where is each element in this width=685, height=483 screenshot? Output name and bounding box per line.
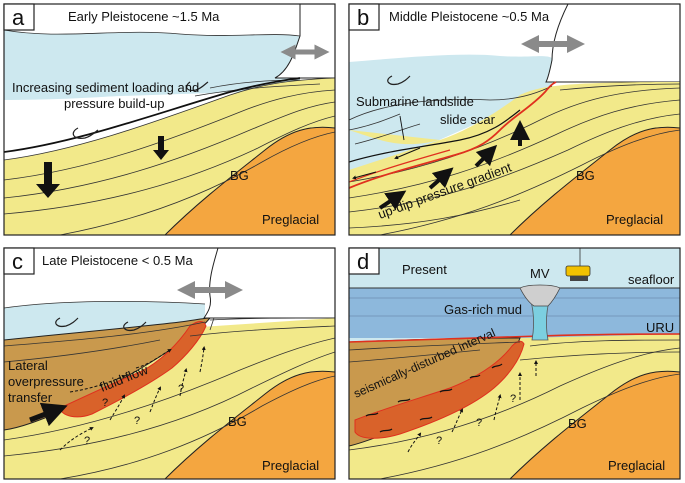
slide-scar-line [349,81,557,189]
pressure-arrow [378,190,407,210]
preglacial-label: Preglacial [262,212,319,227]
bg-label: BG [230,168,249,183]
panel-a-letter-box [3,3,35,31]
lateral-label-line3: transfer [8,390,53,405]
slide-scar-label: slide scar [440,112,496,127]
panel-d-letter-box [348,247,380,275]
unknown-mark: ? [178,383,184,395]
load-arrow-large [36,162,60,198]
panel-c: c Late Pleistocene < 0.5 Ma Lateral over… [3,247,336,480]
present-label: Present [402,262,447,277]
preglacial-unit [509,126,680,235]
pressure-arrow [428,167,454,190]
ice-margin [545,4,680,83]
unknown-mark: ? [102,397,108,409]
lateral-transfer-arrow [29,402,68,427]
loading-label-line1: Increasing sediment loading and [12,80,199,95]
seafloor-line [4,77,301,153]
rov-vehicle [565,248,591,281]
panel-b-letter: b [357,5,369,30]
preglacial-unit [164,126,335,235]
landslide-label: Submarine landslide [356,94,474,109]
water-column [349,288,680,338]
ice-margin [274,4,335,79]
preglacial-label: Preglacial [262,458,319,473]
gas-rich-mud-label: Gas-rich mud [444,302,522,317]
panel-c-title: Late Pleistocene < 0.5 Ma [42,253,193,268]
mv-label: MV [530,266,550,281]
unknown-mark: ? [84,435,90,447]
bg-label: BG [228,414,247,429]
panel-d-letter: d [357,249,369,274]
seafloor-label: seafloor [628,272,675,287]
pressure-arrow [474,144,498,168]
bg-label: BG [568,416,587,431]
panel-a-title: Early Pleistocene ~1.5 Ma [68,9,220,24]
disturbed-orange-lens [354,340,525,439]
load-arrow-small [153,136,169,160]
sea-water [349,54,552,180]
panel-a: a Early Pleistocene ~1.5 Ma Increasing s… [3,3,336,236]
preglacial-unit [509,370,680,479]
overpressure-lens [59,321,207,418]
preglacial-label: Preglacial [606,212,663,227]
panel-c-letter-box [3,247,35,275]
unknown-mark: ? [476,417,482,429]
lateral-label-line1: Lateral [8,358,48,373]
loading-label-line2: pressure build-up [64,96,164,111]
unknown-mark: ? [134,415,140,427]
unknown-mark: ? [510,393,516,405]
panel-b-title: Middle Pleistocene ~0.5 Ma [389,9,550,24]
unknown-mark: ? [436,435,442,447]
bg-label: BG [576,168,595,183]
mud-volcano-cone [519,284,561,307]
ice-margin [203,248,335,319]
panel-a-letter: a [12,5,25,30]
panel-b-letter-box [348,3,380,31]
uru-label: URU [646,320,674,335]
panel-d: d Present MV seafloor Gas-rich mud URU s… [348,247,681,480]
sea-water [4,30,300,100]
panel-c-letter: c [12,249,23,274]
preglacial-label: Preglacial [608,458,665,473]
panel-b: b Middle Pleistocene ~0.5 Ma Submarine l… [348,3,681,236]
preglacial-unit [164,370,335,479]
lateral-label-line2: overpressure [8,374,84,389]
